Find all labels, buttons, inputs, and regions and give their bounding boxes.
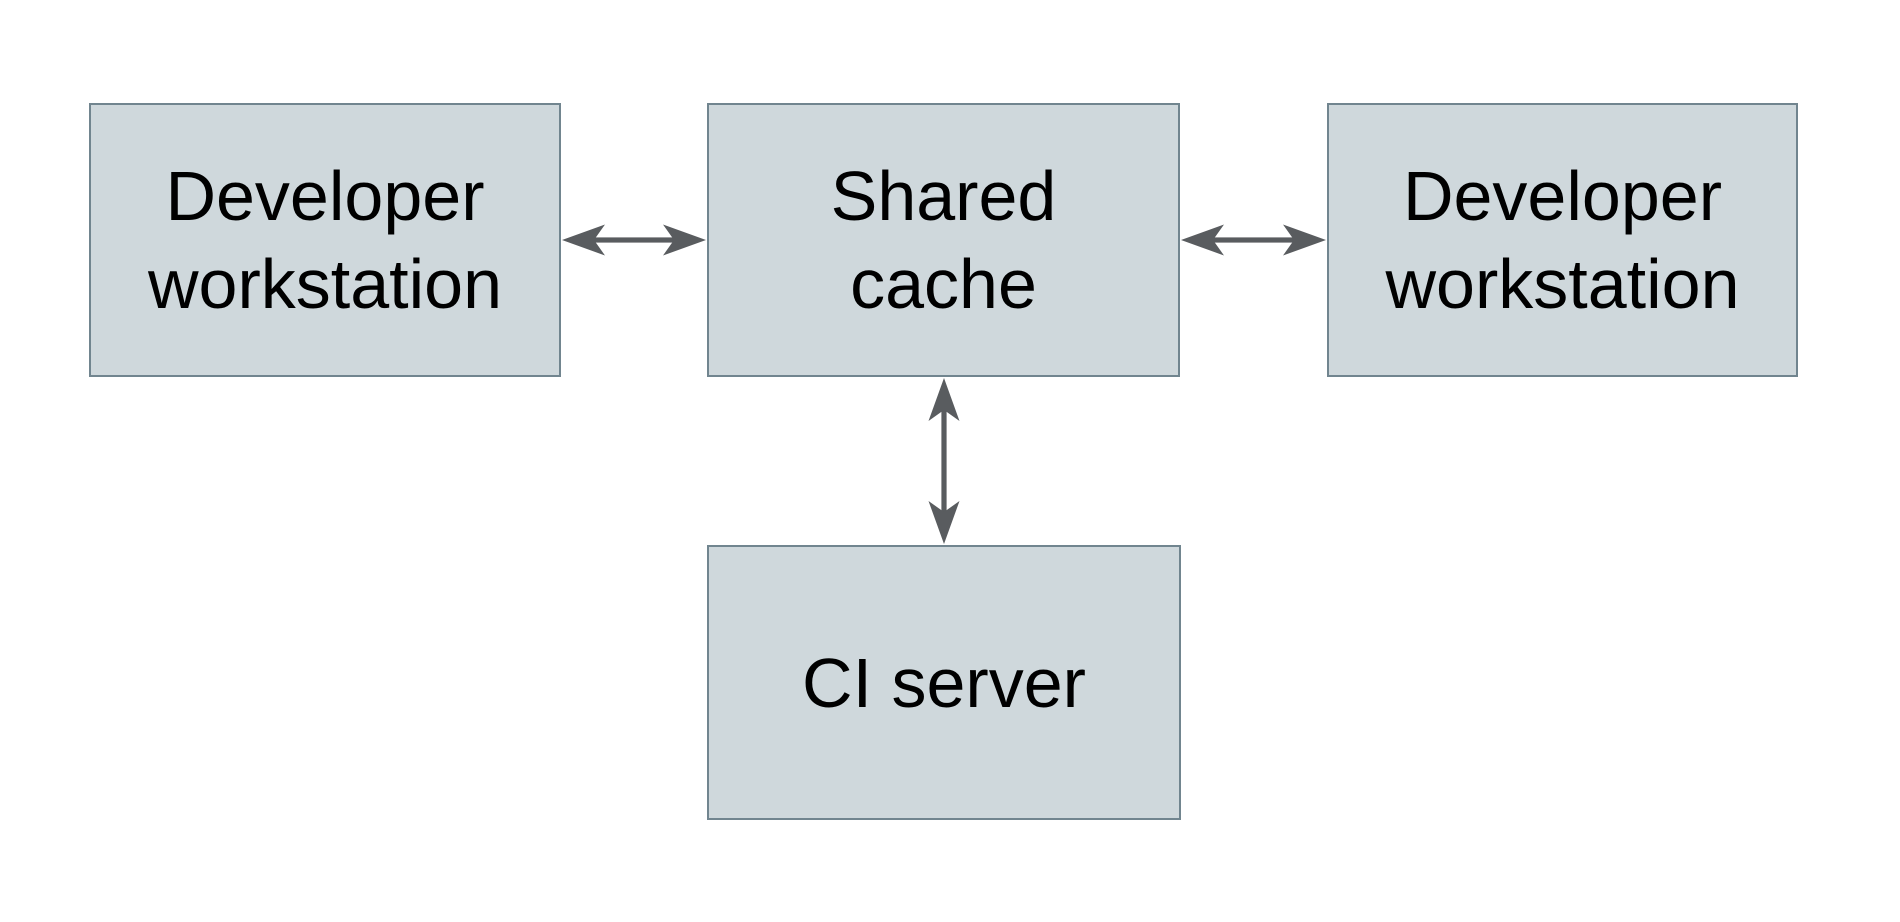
node-shared-cache: Shared cache — [707, 103, 1180, 377]
node-label-line: Developer — [165, 157, 485, 235]
node-label-line: workstation — [1385, 245, 1740, 323]
bidirectional-arrow-icon — [928, 378, 960, 544]
node-label-developer-workstation-right: Developer workstation — [1385, 152, 1739, 328]
node-label-ci-server: CI server — [802, 639, 1086, 727]
node-label-developer-workstation-left: Developer workstation — [148, 152, 502, 328]
node-label-line: Developer — [1402, 157, 1723, 235]
node-label-line: workstation — [147, 245, 503, 323]
node-ci-server: CI server — [707, 545, 1181, 820]
node-label-shared-cache: Shared cache — [831, 152, 1057, 328]
node-label-line: Shared — [830, 157, 1057, 235]
node-label-line: CI server — [802, 643, 1086, 722]
node-label-line: cache — [850, 245, 1037, 323]
node-developer-workstation-left: Developer workstation — [89, 103, 561, 377]
bidirectional-arrow-icon — [562, 224, 706, 256]
node-developer-workstation-right: Developer workstation — [1327, 103, 1798, 377]
bidirectional-arrow-icon — [1181, 224, 1326, 256]
